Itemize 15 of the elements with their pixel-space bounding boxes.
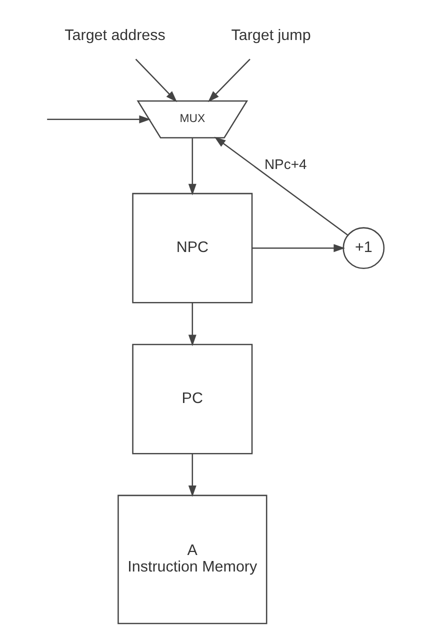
node-box: A Instruction Memory — [118, 494, 268, 624]
arrow — [188, 302, 196, 346]
node-box: PC — [132, 344, 253, 454]
arrow — [135, 58, 178, 102]
node-circle: +1 — [342, 227, 385, 270]
arrow — [214, 136, 348, 236]
arrow — [188, 454, 196, 497]
arrow — [188, 138, 196, 196]
arrow — [208, 58, 250, 102]
node-text: Target address — [64, 27, 166, 44]
edge-label: NPc+4 — [264, 156, 307, 172]
arrow — [252, 244, 346, 252]
arrow — [47, 115, 151, 124]
node-text: Target jump — [231, 27, 311, 44]
node-box: NPC — [132, 192, 253, 304]
